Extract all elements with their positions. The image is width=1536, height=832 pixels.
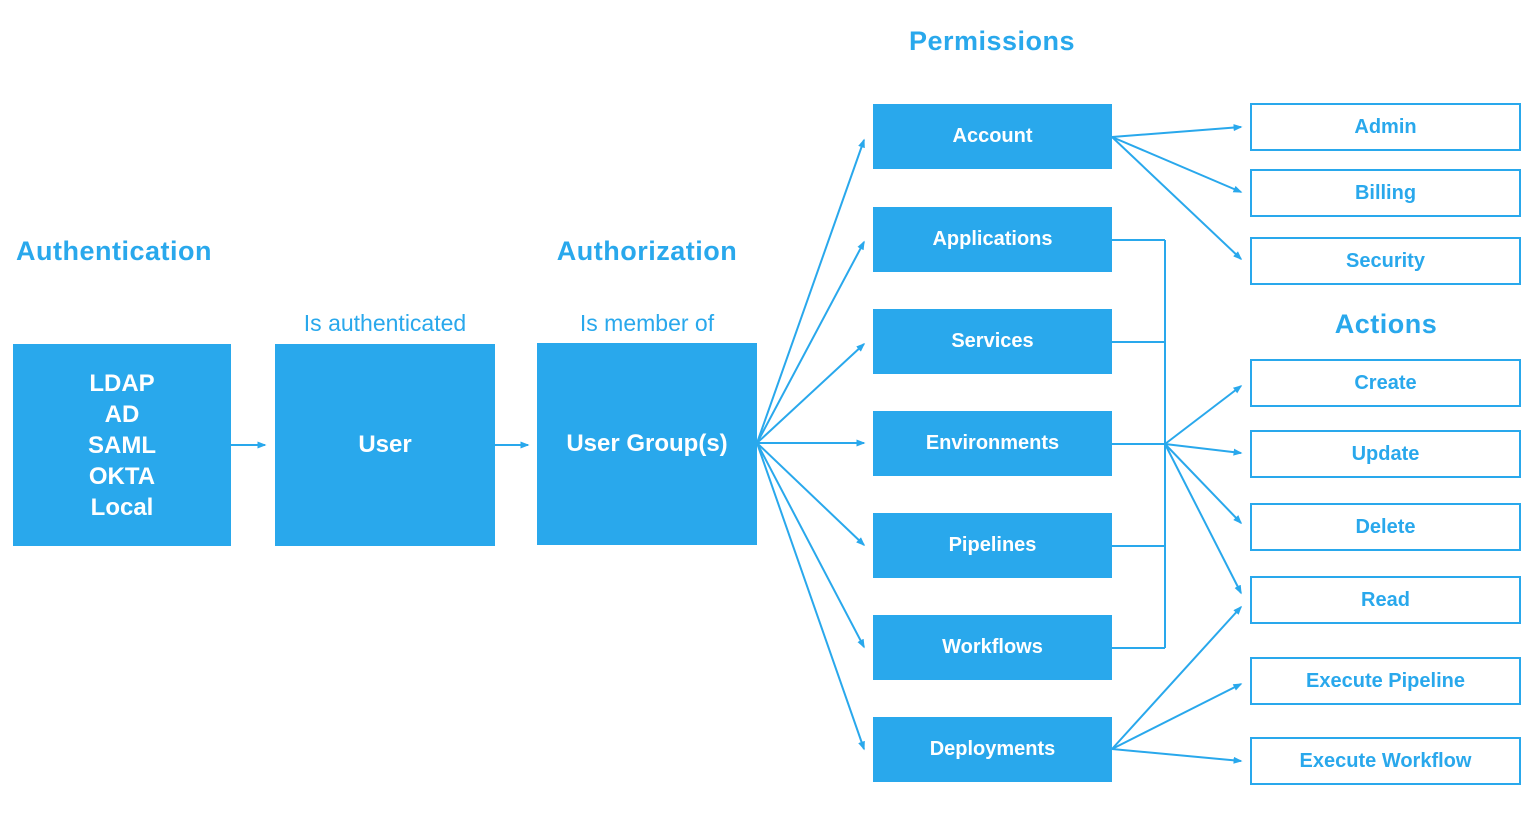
action-billing: Billing — [1250, 169, 1521, 217]
edge-usergroups-deployments — [756, 442, 865, 751]
action-execute-workflow: Execute Workflow — [1250, 737, 1521, 785]
permission-account: Account — [873, 104, 1112, 169]
permission-applications: Applications — [873, 207, 1112, 272]
permission-deployments: Deployments — [873, 717, 1112, 782]
edge-deployments-execworkflow — [1111, 748, 1243, 764]
auth-source-local: Local — [90, 493, 154, 521]
action-execute-pipeline: Execute Pipeline — [1250, 657, 1521, 705]
edge-usergroups-pipelines — [756, 442, 866, 547]
actions-heading: Actions — [1334, 309, 1438, 339]
edge-bus-update — [1164, 443, 1243, 456]
edge-bus-create — [1164, 385, 1243, 445]
action-delete: Delete — [1250, 503, 1521, 551]
edge-usergroups-account — [756, 138, 865, 444]
auth-sources-node: LDAP AD SAML OKTA Local — [13, 344, 231, 546]
auth-source-saml: SAML — [88, 431, 156, 459]
edge-bus-read — [1164, 443, 1242, 595]
edge-deployments-read — [1111, 605, 1243, 750]
user-groups-node: User Group(s) — [537, 343, 757, 545]
auth-source-okta: OKTA — [88, 462, 156, 490]
permission-environments: Environments — [873, 411, 1112, 476]
action-admin: Admin — [1250, 103, 1521, 151]
user-node: User — [275, 344, 495, 546]
permission-pipelines: Pipelines — [873, 513, 1112, 578]
authentication-heading: Authentication — [16, 236, 212, 266]
edge-account-admin — [1111, 124, 1243, 138]
edge-usergroups-services — [756, 342, 866, 444]
edge-account-security — [1111, 136, 1243, 261]
permission-workflows: Workflows — [873, 615, 1112, 680]
auth-source-ad: AD — [104, 400, 140, 428]
auth-source-ldap: LDAP — [89, 369, 155, 397]
edge-usergroups-applications — [756, 240, 865, 444]
edge-usergroups-workflows — [756, 442, 865, 649]
action-read: Read — [1250, 576, 1521, 624]
action-create: Create — [1250, 359, 1521, 407]
edge-account-billing — [1111, 136, 1243, 193]
edge-deployments-execpipeline — [1111, 683, 1243, 750]
action-security: Security — [1250, 237, 1521, 285]
authorization-heading: Authorization — [556, 236, 738, 266]
permission-services: Services — [873, 309, 1112, 374]
is-authenticated-label: Is authenticated — [303, 310, 467, 336]
permissions-heading: Permissions — [908, 26, 1076, 56]
action-update: Update — [1250, 430, 1521, 478]
edge-bus-delete — [1164, 443, 1243, 525]
is-member-of-label: Is member of — [579, 310, 715, 336]
